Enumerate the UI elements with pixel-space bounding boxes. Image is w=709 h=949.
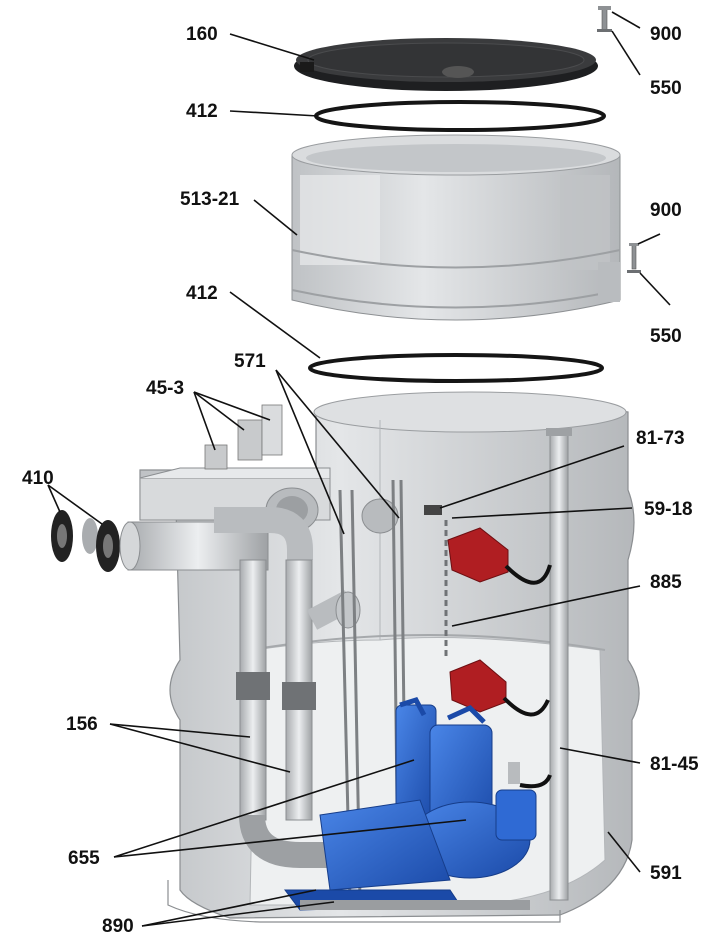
label-885: 885 xyxy=(650,572,682,593)
label-412-top: 412 xyxy=(186,101,218,122)
label-890: 890 xyxy=(102,916,134,937)
base-rail-890 xyxy=(284,889,530,911)
pump-655 xyxy=(319,696,552,891)
sealing-ring-412-top xyxy=(314,100,606,132)
label-513-21: 513-21 xyxy=(180,189,240,210)
label-900-top: 900 xyxy=(650,24,682,45)
extension-ring-513-21 xyxy=(291,134,621,321)
label-59-18: 59-18 xyxy=(644,499,693,520)
support-pipe-81-45 xyxy=(546,428,572,901)
screw-900-mid xyxy=(629,243,639,270)
inlet-seal-410 xyxy=(51,510,120,572)
discharge-pipe-156 xyxy=(214,507,361,872)
label-160: 160 xyxy=(186,24,218,45)
label-81-73: 81-73 xyxy=(636,428,685,449)
label-900-mid: 900 xyxy=(650,200,682,221)
label-410: 410 xyxy=(22,468,54,489)
cover-160 xyxy=(294,38,598,91)
label-550-mid: 550 xyxy=(650,326,682,347)
part-labels: 160 900 550 412 513-21 900 550 412 571 4… xyxy=(22,24,699,937)
threaded-socket-45-3 xyxy=(204,404,283,470)
label-571: 571 xyxy=(234,351,266,372)
leader-lines xyxy=(47,11,671,927)
screw-900-top xyxy=(598,6,611,31)
label-655: 655 xyxy=(68,848,100,869)
float-switch-59-18 xyxy=(447,527,552,717)
label-81-45: 81-45 xyxy=(650,754,699,775)
label-550-top: 550 xyxy=(650,78,682,99)
label-156: 156 xyxy=(66,714,98,735)
label-412-lower: 412 xyxy=(186,283,218,304)
washer-550-mid xyxy=(627,270,641,273)
label-591: 591 xyxy=(650,863,682,884)
bracket-81-73 xyxy=(424,505,442,515)
sealing-ring-412-lower xyxy=(308,353,604,383)
washer-550-top xyxy=(597,29,612,32)
label-45-3: 45-3 xyxy=(146,378,184,399)
